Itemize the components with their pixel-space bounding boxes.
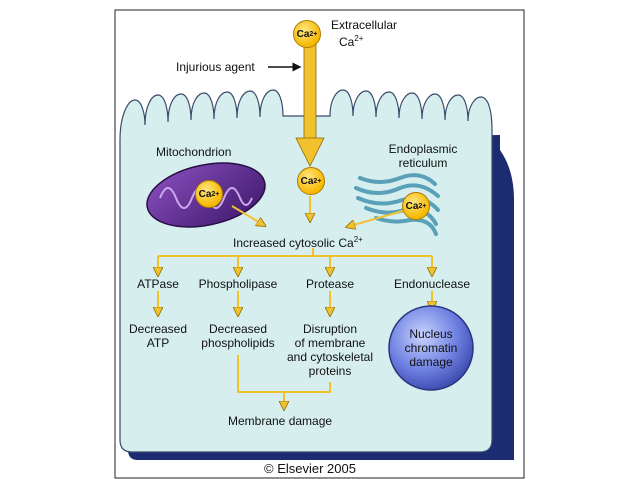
ion-symbol: Ca (405, 200, 419, 212)
influx-arrowhead (295, 137, 325, 167)
endonuclease-label: Endonuclease (393, 277, 471, 291)
decreased-pl-line1: Decreased (208, 322, 268, 336)
nucleus-line1: Nucleus (409, 327, 453, 341)
ion-charge: 2+ (313, 177, 322, 185)
disruption-line1: Disruption (302, 322, 358, 336)
decreased-atp-line2: ATP (146, 336, 170, 350)
ion-symbol: Ca (296, 28, 310, 40)
copyright-label: © Elsevier 2005 (264, 461, 356, 476)
decreased-atp-line1: Decreased (128, 322, 188, 336)
phospholipase-label: Phospholipase (198, 277, 278, 291)
extracellular-charge: 2+ (354, 34, 364, 43)
ion-symbol: Ca (198, 188, 212, 200)
extracellular-label-line1: Extracellular (331, 18, 398, 32)
increased-cytosolic-text: Increased cytosolic Ca (233, 236, 354, 250)
mitochondrion-label: Mitochondrion (156, 145, 232, 159)
decreased-atp-label: Decreased ATP (118, 322, 198, 350)
er-label-line1: Endoplasmic (388, 142, 458, 156)
injurious-agent-label: Injurious agent (176, 60, 255, 74)
disruption-line3: and cytoskeletal (286, 350, 374, 364)
membrane-damage-label: Membrane damage (228, 414, 333, 428)
branch-arrows (158, 248, 432, 406)
disruption-label: Disruption of membrane and cytoskeletal … (282, 322, 378, 378)
increased-cytosolic-label: Increased cytosolic Ca2+ (233, 233, 363, 250)
ion-symbol: Ca (300, 175, 314, 187)
disruption-line4: proteins (308, 364, 352, 378)
extracellular-label: Extracellular Ca2+ (331, 18, 397, 49)
atpase-label: ATPase (137, 277, 179, 291)
ion-arrows (231, 196, 407, 226)
nucleus-shape (388, 305, 474, 391)
ion-charge: 2+ (418, 202, 427, 210)
disruption-line2: of membrane (294, 336, 366, 350)
ion-charge: 2+ (309, 30, 318, 38)
decreased-pl-line2: phospholipids (201, 336, 275, 350)
decreased-phospholipids-label: Decreased phospholipids (193, 322, 283, 350)
influx-shaft (303, 43, 317, 145)
protease-label: Protease (305, 277, 355, 291)
er-label-line2: reticulum (398, 156, 448, 170)
increased-cytosolic-charge: 2+ (353, 235, 363, 244)
nucleus-line2: chromatin (404, 341, 458, 355)
nucleus-line3: damage (409, 355, 453, 369)
extracellular-label-line2: Ca (339, 35, 355, 49)
nucleus-label: Nucleus chromatin damage (396, 327, 466, 369)
ion-charge: 2+ (211, 190, 220, 198)
er-label: Endoplasmic reticulum (380, 142, 466, 170)
